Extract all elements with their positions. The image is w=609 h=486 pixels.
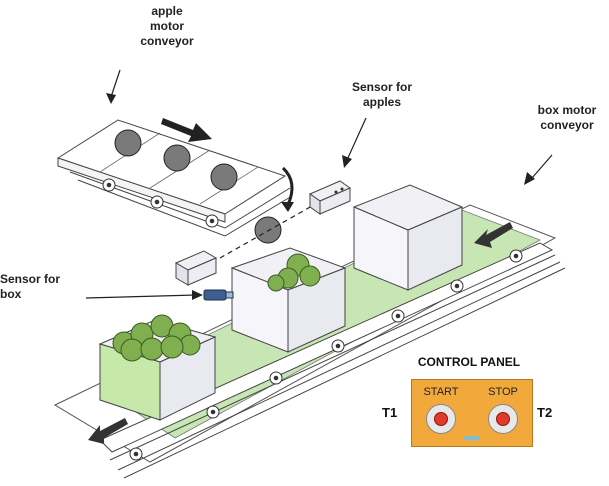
start-button[interactable]	[426, 404, 456, 434]
sensor-apples-emitter-icon	[308, 180, 352, 215]
apple-icon	[210, 163, 238, 191]
label-line: box motor	[537, 103, 597, 117]
start-button-core	[434, 412, 448, 426]
label-apple-motor-conveyor: apple motor conveyor	[112, 4, 222, 49]
apple-conveyor	[56, 118, 293, 237]
label-box-motor-conveyor: box motor conveyor	[522, 103, 609, 133]
apple-icon	[114, 129, 142, 157]
box-empty	[352, 184, 464, 291]
control-panel: START STOP	[411, 379, 533, 447]
box-conveyor-side	[99, 242, 554, 453]
stop-label: STOP	[488, 386, 518, 398]
box-full	[98, 314, 217, 421]
box-conveyor-rollers	[129, 249, 523, 461]
panel-indicator	[464, 436, 480, 440]
label-sensor-for-box: Sensor for box	[0, 272, 70, 302]
sensor-box-icon	[203, 289, 234, 301]
falling-apple	[254, 166, 294, 244]
control-panel-title: CONTROL PANEL	[417, 355, 521, 369]
label-line: Sensor for	[0, 272, 61, 286]
label-line: motor	[150, 19, 184, 33]
apple-conveyor-arrow-icon	[161, 118, 212, 142]
box-conveyor-exit-arrow-icon	[88, 418, 128, 444]
label-line: Sensor for	[351, 80, 412, 94]
start-label: START	[423, 386, 459, 398]
apple-icon	[163, 144, 191, 172]
label-line: conveyor	[540, 118, 594, 132]
stop-button-core	[496, 412, 510, 426]
label-line: box	[0, 287, 22, 301]
box-filling	[230, 247, 347, 353]
stop-button[interactable]	[488, 404, 518, 434]
label-line: conveyor	[140, 34, 194, 48]
label-line: apple	[151, 4, 183, 18]
apple-icon	[254, 216, 282, 244]
label-sensor-for-apples: Sensor for apples	[332, 80, 432, 110]
apple-conveyor-rollers	[102, 178, 219, 228]
t1-label: T1	[382, 405, 398, 420]
green-apples-partial	[267, 253, 321, 292]
t2-label: T2	[537, 405, 553, 420]
label-pointers	[85, 69, 553, 300]
sensor-apples-receiver-icon	[174, 250, 218, 286]
green-apples	[112, 314, 201, 362]
gray-apples	[114, 129, 238, 191]
label-line: apples	[362, 95, 401, 109]
box-conveyor-arrow-icon	[474, 222, 513, 248]
